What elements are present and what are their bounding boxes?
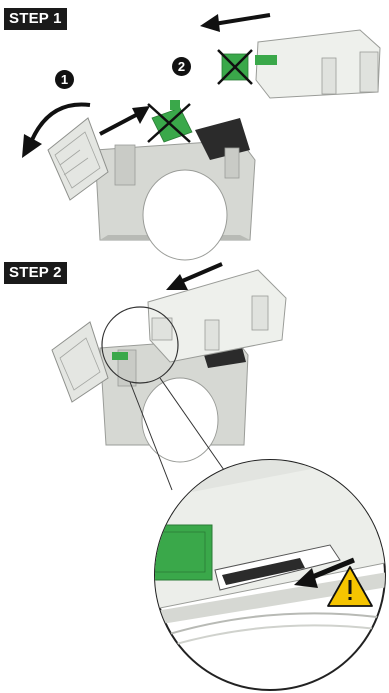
step1-marker-2: 2 [172,57,191,76]
step2-module-inserted [148,270,286,362]
step1-removed-module [218,30,380,98]
step1-green-terminal [148,100,192,142]
step1-marker-1: 1 [55,70,74,89]
direction-arrow-icon [100,106,150,134]
step1-label: STEP 1 [4,8,67,30]
step2-label: STEP 2 [4,262,67,284]
step1-current-transformer [95,118,255,260]
direction-arrow-icon [200,14,270,32]
